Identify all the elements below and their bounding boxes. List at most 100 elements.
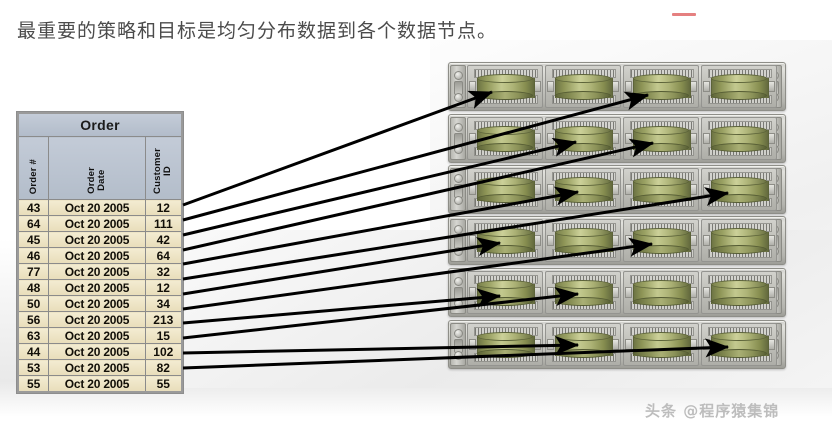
cell-customer-id: 102 <box>144 343 183 360</box>
cell-order-date: Oct 20 2005 <box>48 295 146 312</box>
cell-customer-id: 32 <box>144 263 183 280</box>
drive-latch-icon <box>547 184 554 195</box>
cell-order-date: Oct 20 2005 <box>48 311 146 328</box>
drive-latch-icon <box>690 339 697 350</box>
server-node[interactable] <box>623 117 699 160</box>
server-node[interactable] <box>467 271 543 314</box>
table-caption: Order <box>17 112 183 137</box>
drive-latch-icon <box>547 339 554 350</box>
cell-order-no: 50 <box>17 295 50 312</box>
server-node[interactable] <box>467 219 543 262</box>
server-node[interactable] <box>545 168 621 211</box>
server-node[interactable] <box>467 65 543 108</box>
drive-latch-icon <box>612 184 619 195</box>
server-node[interactable] <box>467 323 543 366</box>
cell-order-no: 48 <box>17 279 50 296</box>
server-node[interactable] <box>623 219 699 262</box>
database-cylinder-icon <box>711 126 769 152</box>
drive-latch-icon <box>768 184 775 195</box>
server-node[interactable] <box>701 65 777 108</box>
database-cylinder-icon <box>711 177 769 203</box>
cell-order-no: 46 <box>17 247 50 264</box>
database-cylinder-icon <box>711 280 769 306</box>
server-rack[interactable] <box>448 114 786 163</box>
server-node[interactable] <box>701 117 777 160</box>
drive-latch-icon <box>469 81 476 92</box>
cell-customer-id: 12 <box>144 199 183 216</box>
server-node[interactable] <box>623 168 699 211</box>
server-node[interactable] <box>467 117 543 160</box>
cell-order-no: 55 <box>17 375 50 393</box>
drive-latch-icon <box>547 235 554 246</box>
cell-order-date: Oct 20 2005 <box>48 263 146 280</box>
drive-latch-icon <box>534 235 541 246</box>
server-rack[interactable] <box>448 268 786 317</box>
cell-order-date: Oct 20 2005 <box>48 199 146 216</box>
database-cylinder-icon <box>477 228 535 254</box>
cell-order-no: 43 <box>17 199 50 216</box>
server-node[interactable] <box>545 219 621 262</box>
drive-latch-icon <box>703 339 710 350</box>
server-node[interactable] <box>467 168 543 211</box>
drive-latch-icon <box>547 287 554 298</box>
slide-title: 最重要的策略和目标是均匀分布数据到各个数据节点。 <box>17 20 498 42</box>
server-node[interactable] <box>545 271 621 314</box>
server-rack[interactable] <box>448 165 786 214</box>
drive-latch-icon <box>768 235 775 246</box>
database-cylinder-icon <box>555 228 613 254</box>
database-cylinder-icon <box>711 228 769 254</box>
drive-latch-icon <box>612 81 619 92</box>
rack-screw-hole-icon <box>454 174 463 183</box>
database-cylinder-icon <box>711 332 769 358</box>
cell-order-date: Oct 20 2005 <box>48 247 146 264</box>
drive-latch-icon <box>612 287 619 298</box>
server-rack[interactable] <box>448 320 786 369</box>
server-node[interactable] <box>701 168 777 211</box>
drive-latch-icon <box>469 287 476 298</box>
drive-latch-icon <box>768 81 775 92</box>
server-rack[interactable] <box>448 62 786 111</box>
server-node[interactable] <box>701 271 777 314</box>
drive-latch-icon <box>534 339 541 350</box>
column-header-order-date-label: Order Date <box>85 167 107 194</box>
drive-latch-icon <box>703 133 710 144</box>
drive-latch-icon <box>469 133 476 144</box>
cell-order-date: Oct 20 2005 <box>48 279 146 296</box>
server-node[interactable] <box>623 323 699 366</box>
server-node[interactable] <box>623 65 699 108</box>
drive-latch-icon <box>469 339 476 350</box>
rack-screw-hole-icon <box>454 351 463 360</box>
column-header-order-no-label: Order # <box>27 158 39 194</box>
red-marker-icon <box>672 13 696 16</box>
rack-mount-ear-left <box>450 323 466 366</box>
rack-screw-hole-icon <box>454 145 463 154</box>
server-node[interactable] <box>545 65 621 108</box>
database-cylinder-icon <box>477 332 535 358</box>
server-rack[interactable] <box>448 216 786 265</box>
database-cylinder-icon <box>555 177 613 203</box>
server-node[interactable] <box>701 219 777 262</box>
server-node[interactable] <box>623 271 699 314</box>
drive-latch-icon <box>690 287 697 298</box>
server-node[interactable] <box>545 117 621 160</box>
database-cylinder-icon <box>477 126 535 152</box>
server-node[interactable] <box>701 323 777 366</box>
drive-latch-icon <box>768 339 775 350</box>
server-node[interactable] <box>545 323 621 366</box>
drive-latch-icon <box>703 81 710 92</box>
database-cylinder-icon <box>477 74 535 100</box>
